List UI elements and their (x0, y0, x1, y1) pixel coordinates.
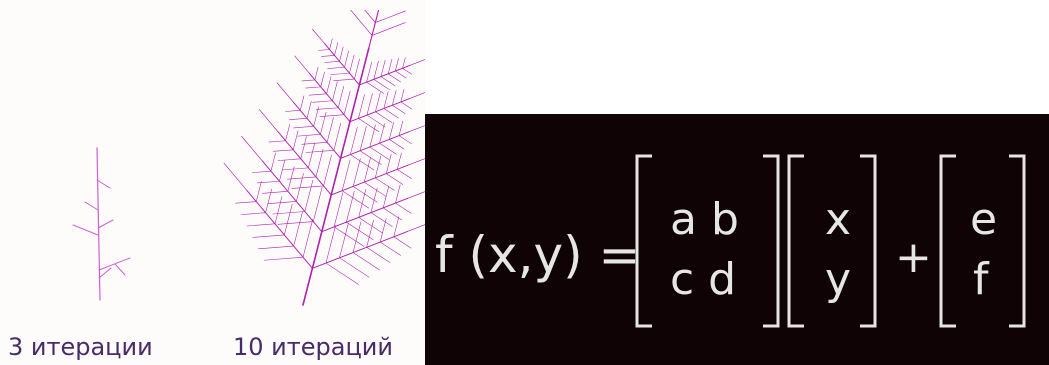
vector-xy-row-2: y (825, 254, 851, 305)
formula-panel: f (x,y) = a b c d x y + e f (425, 114, 1049, 365)
fern-10-iterations-image (223, 10, 425, 306)
affine-transform-formula: f (x,y) = a b c d x y + e f (435, 154, 1026, 328)
plus-sign: + (895, 232, 932, 283)
vector-xy-bracket-right (860, 154, 877, 328)
caption-10-iterations: 10 итераций (233, 333, 393, 361)
vector-xy-row-1: x (825, 194, 851, 245)
formula-lhs: f (x,y) = (435, 226, 640, 284)
vector-ef-bracket-right (1009, 154, 1026, 328)
vector-ef-bracket-left (939, 154, 956, 328)
vector-ef-row-1: e (970, 194, 997, 245)
vector-ef-row-2: f (973, 254, 990, 305)
fern-illustration-panel: 3 итерации 10 итераций (0, 0, 425, 365)
fern-3-iterations-image (72, 147, 131, 301)
matrix-bracket-right (763, 154, 780, 328)
matrix-row-1: a b (670, 194, 739, 245)
matrix-row-2: c d (670, 254, 736, 305)
caption-3-iterations: 3 итерации (8, 333, 153, 361)
matrix-bracket-left (635, 154, 652, 328)
vector-xy-bracket-left (787, 154, 804, 328)
